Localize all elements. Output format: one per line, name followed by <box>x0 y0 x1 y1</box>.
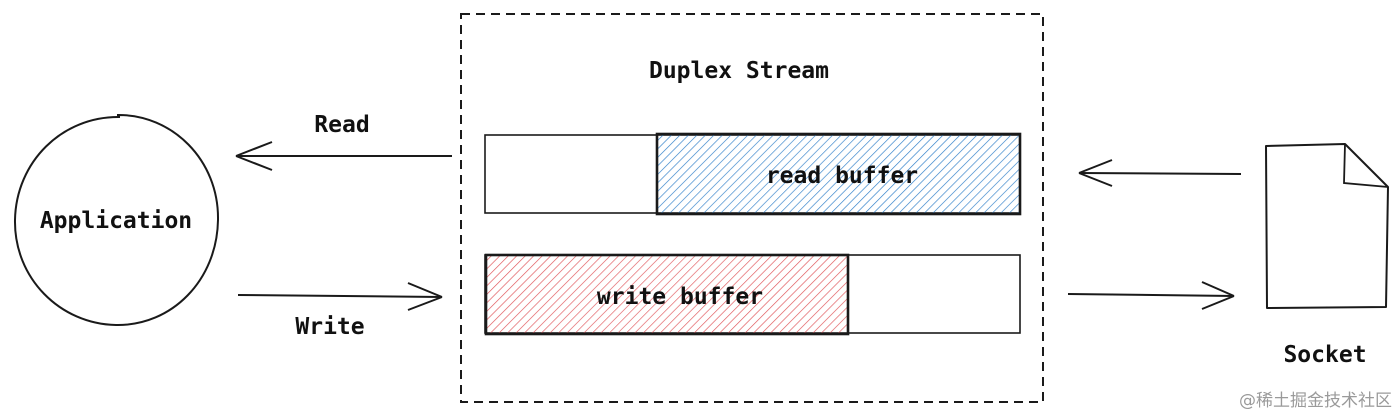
read-buffer-label: read buffer <box>766 163 918 189</box>
socket-to-read-buffer-arrow <box>1078 159 1242 187</box>
write-buffer-label: write buffer <box>597 284 763 310</box>
socket-label: Socket <box>1283 342 1366 368</box>
application-circle <box>13 113 220 327</box>
write-label: Write <box>295 314 364 340</box>
write-arrow <box>237 282 443 311</box>
application-label: Application <box>40 208 192 234</box>
duplex-stream-title: Duplex Stream <box>649 58 829 84</box>
write-buffer-to-socket-arrow <box>1067 281 1235 310</box>
application-node: Application <box>13 113 220 327</box>
socket-node: Socket <box>1265 143 1389 368</box>
read-label: Read <box>314 112 369 138</box>
read-arrow <box>235 141 452 171</box>
watermark: @稀土掘金技术社区 <box>1239 391 1392 411</box>
duplex-stream-container <box>460 13 1044 403</box>
write-buffer-filled-region <box>484 253 850 336</box>
write-buffer: write buffer <box>484 253 1021 336</box>
read-buffer: read buffer <box>484 132 1022 216</box>
document-icon <box>1265 143 1389 309</box>
read-buffer-filled-region <box>655 132 1022 216</box>
